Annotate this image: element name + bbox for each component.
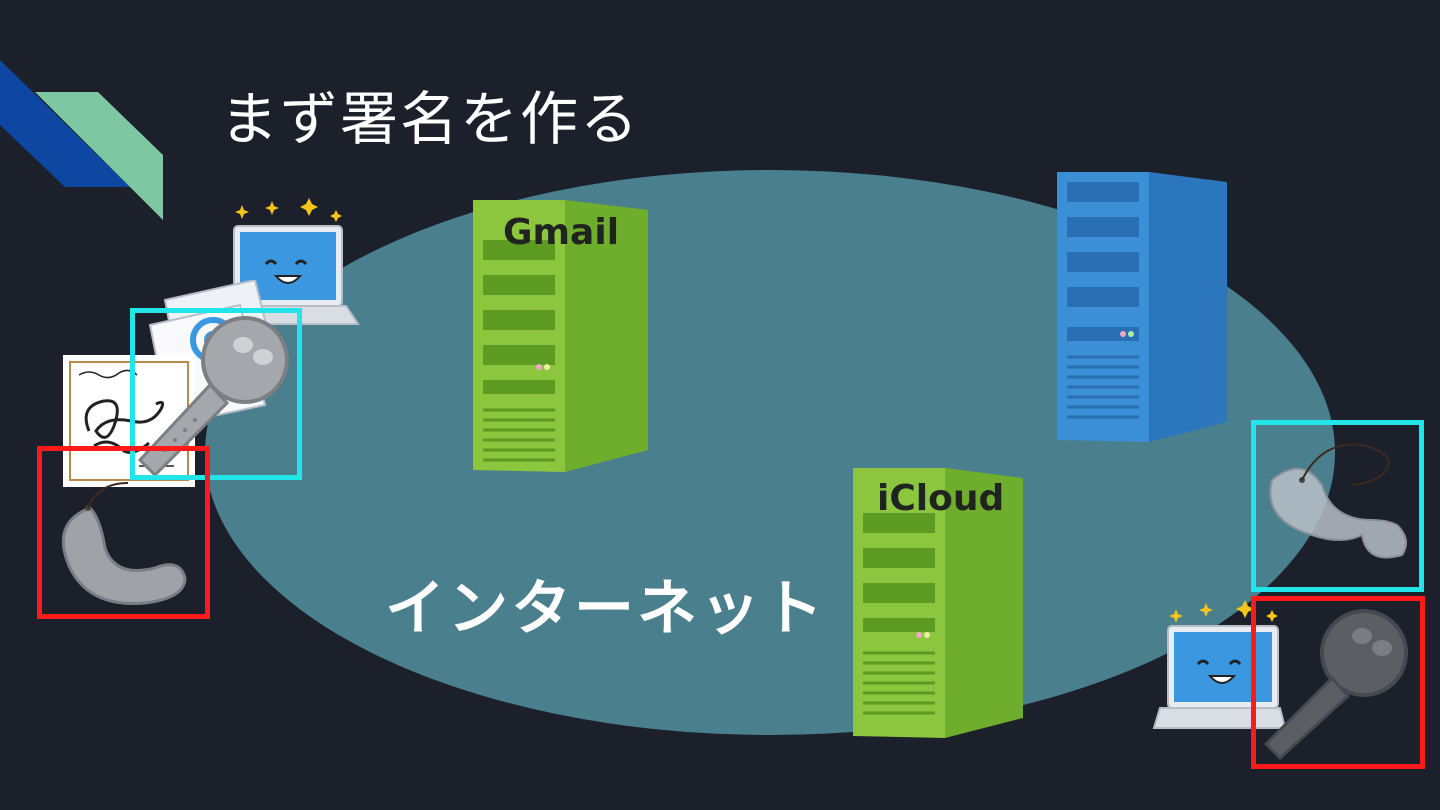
internet-label: インターネット xyxy=(385,574,826,644)
laptop-icon xyxy=(228,198,360,325)
highlight-box-red-left xyxy=(37,446,210,619)
corner-green-shape xyxy=(35,92,163,220)
server-label-gmail: Gmail xyxy=(503,212,620,253)
server-icon xyxy=(1057,172,1227,442)
signature-card-icon xyxy=(63,355,195,487)
server-label-icloud: iCloud xyxy=(877,478,1005,519)
gmail-server: Gmail xyxy=(473,200,648,475)
stone-key-icon xyxy=(1269,443,1407,559)
highlight-box-cyan-left xyxy=(130,308,302,480)
key-icon xyxy=(1263,609,1408,760)
key-icon xyxy=(137,316,289,478)
highlight-box-cyan-right xyxy=(1251,420,1424,592)
corner-blue-shape xyxy=(0,60,130,187)
stone-key-icon xyxy=(61,482,187,606)
highlight-box-red-right xyxy=(1251,596,1425,769)
icloud-server: iCloud xyxy=(853,468,1023,740)
corner-decoration xyxy=(0,60,163,220)
server-icon xyxy=(853,468,1023,738)
blue-server xyxy=(1057,172,1227,444)
server-icon xyxy=(473,200,648,472)
slide-title: まず署名を作る xyxy=(220,85,641,153)
